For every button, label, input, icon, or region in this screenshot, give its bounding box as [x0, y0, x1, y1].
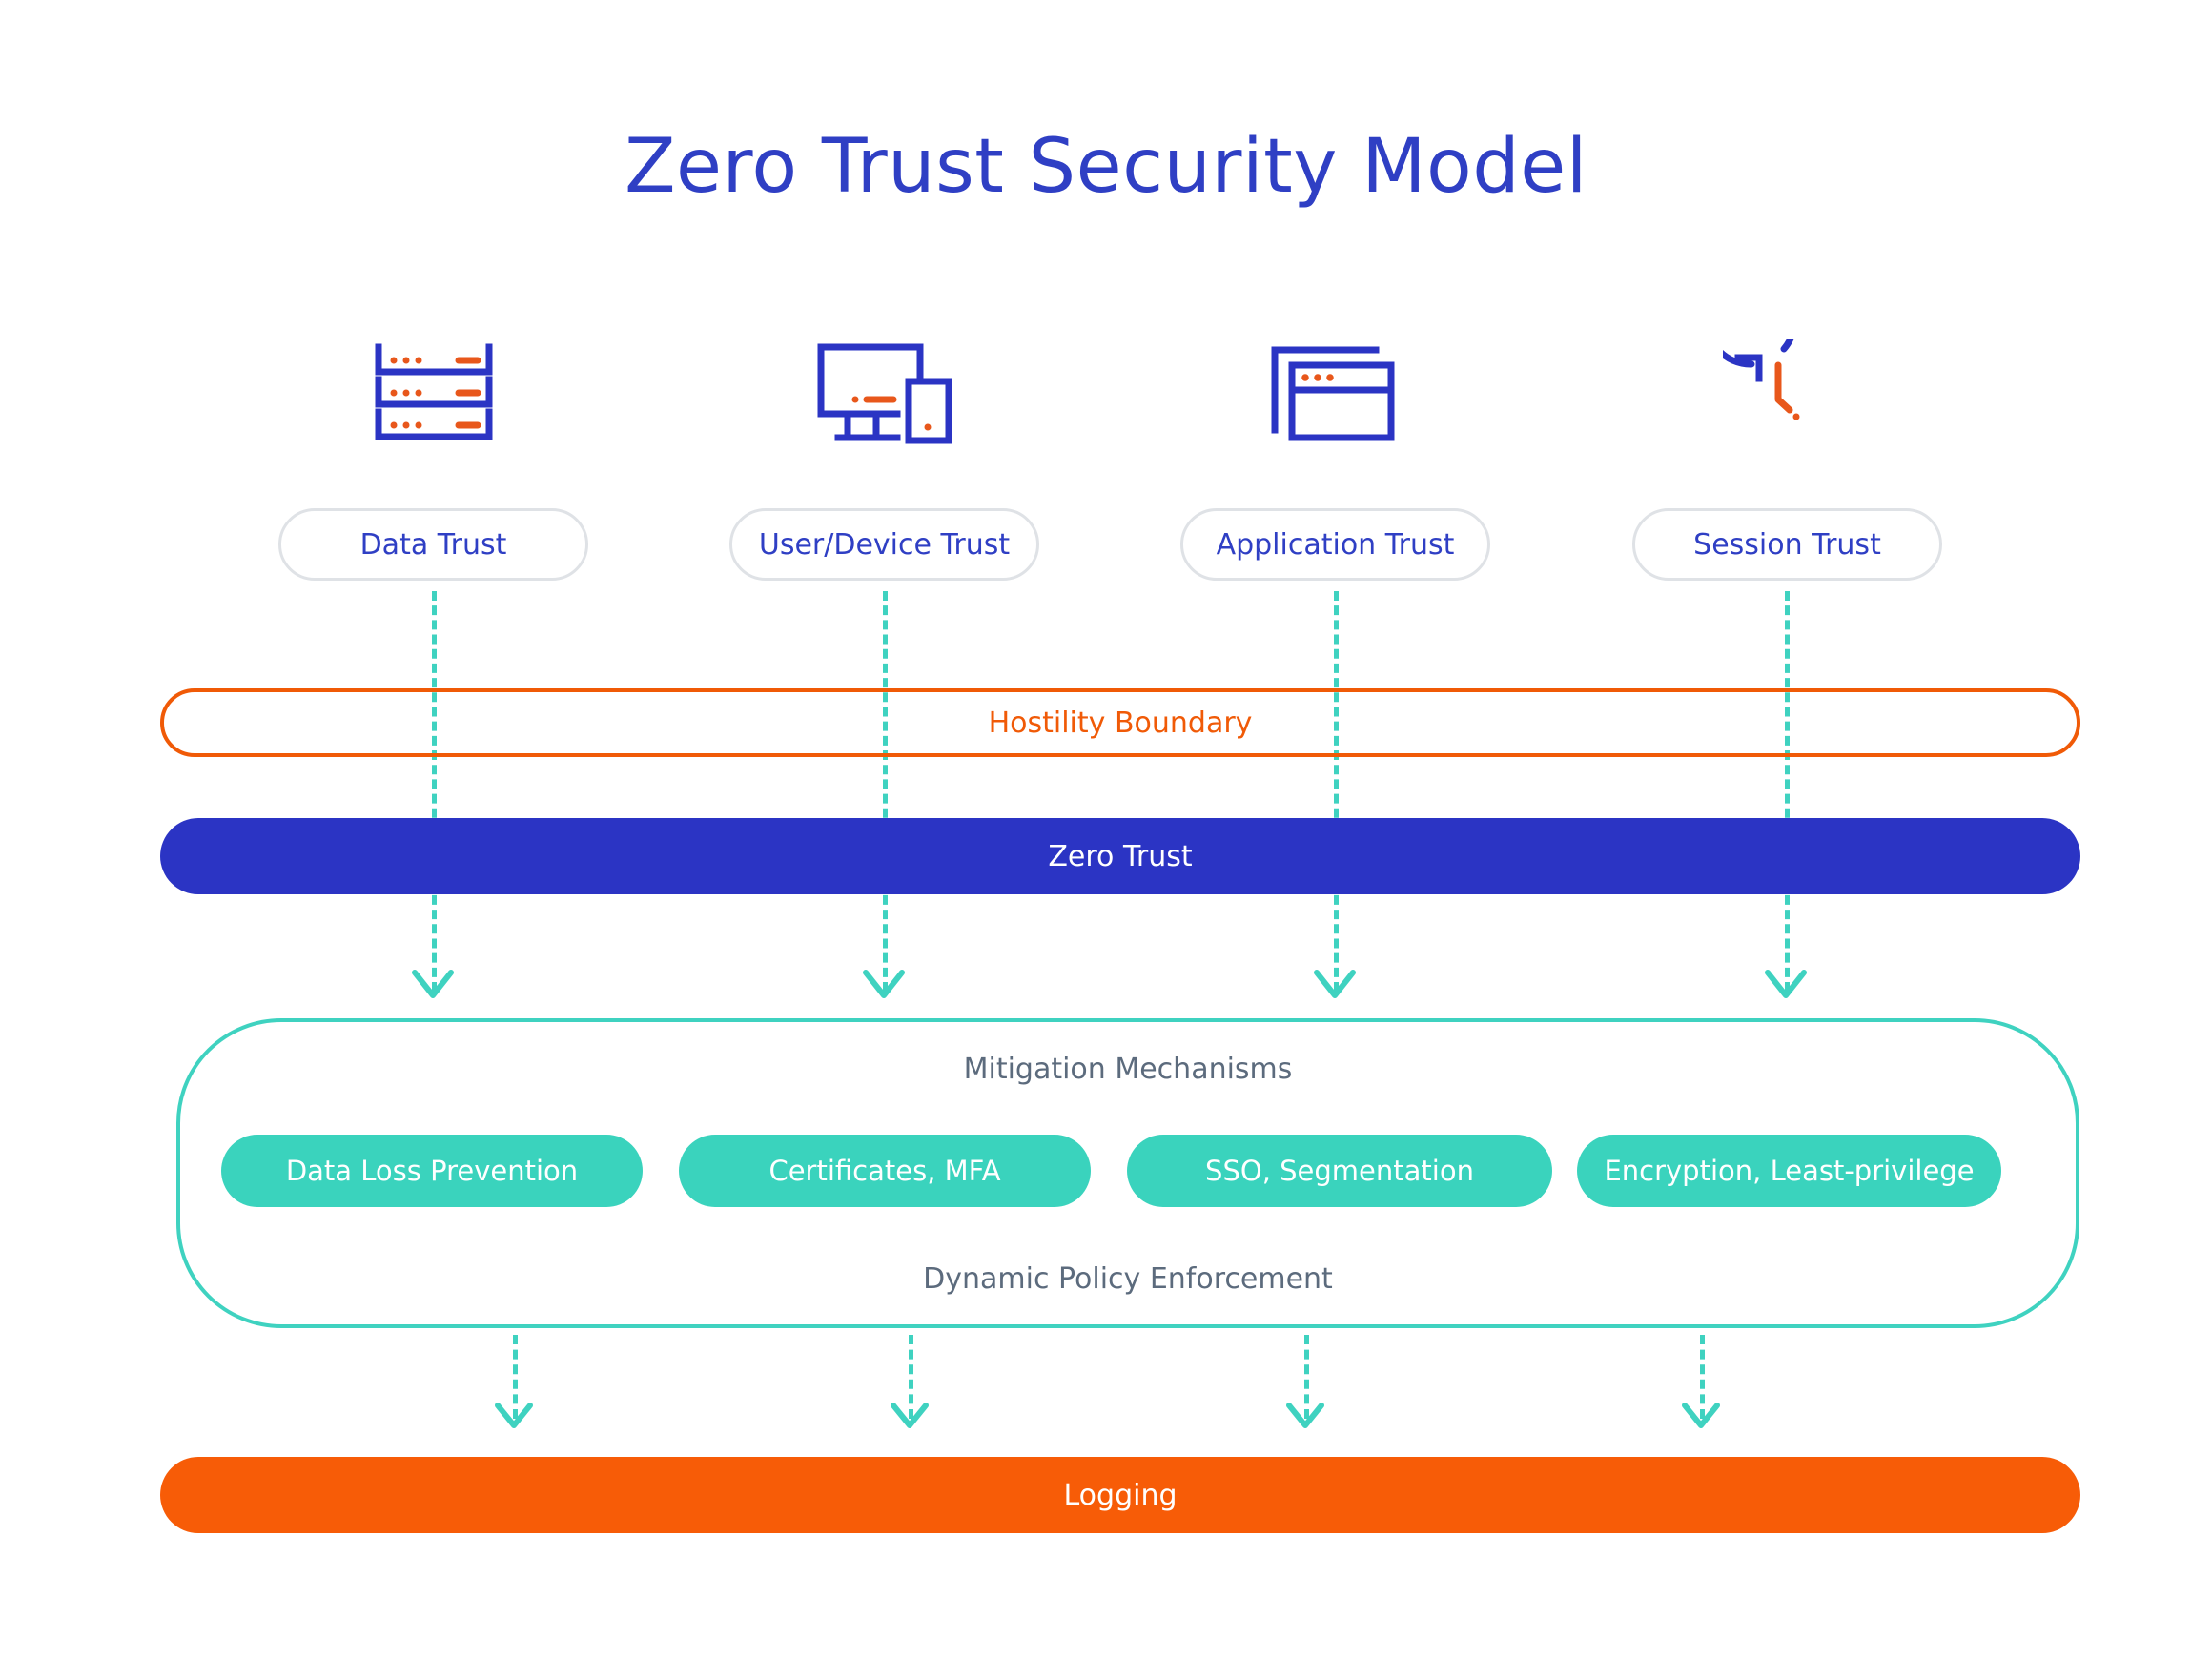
connector-line-data	[432, 591, 437, 992]
clock-refresh-icon	[1613, 332, 1956, 456]
mitigation-pill-sso-segmentation[interactable]: SSO, Segmentation	[1127, 1135, 1552, 1207]
server-rack-icon	[262, 332, 605, 456]
mitigation-pill-certificates-mfa[interactable]: Certificates, MFA	[679, 1135, 1091, 1207]
zero-trust-label: Zero Trust	[1048, 839, 1193, 873]
browser-windows-icon	[1163, 332, 1506, 456]
trust-pill-label: Application Trust	[1216, 527, 1455, 562]
logging-band: Logging	[160, 1457, 2080, 1533]
mitigation-pill-label: Certificates, MFA	[768, 1155, 1001, 1187]
trust-pill-session[interactable]: Session Trust	[1632, 508, 1942, 581]
monitor-mobile-icon	[713, 332, 1056, 456]
mitigation-pill-encryption-least-privilege[interactable]: Encryption, Least-privilege	[1577, 1135, 2001, 1207]
connector-line-application	[1334, 591, 1339, 992]
column-session-trust	[1613, 332, 1956, 456]
mitigation-pill-label: Data Loss Prevention	[285, 1155, 579, 1187]
trust-pill-label: Session Trust	[1693, 527, 1881, 562]
column-data-trust	[262, 332, 605, 456]
logging-arrowhead-2	[890, 1402, 933, 1434]
connector-arrowhead-session	[1764, 969, 1808, 1001]
mitigation-subtitle: Dynamic Policy Enforcement	[923, 1262, 1333, 1296]
connector-arrowhead-application	[1313, 969, 1357, 1001]
connector-arrowhead-user-device	[862, 969, 906, 1001]
trust-pill-label: Data Trust	[359, 527, 507, 562]
hostility-boundary-band: Hostility Boundary	[160, 688, 2080, 757]
logging-arrowhead-1	[494, 1402, 538, 1434]
logging-connector-line-2	[909, 1335, 913, 1419]
trust-pill-application[interactable]: Application Trust	[1180, 508, 1490, 581]
page-title: Zero Trust Security Model	[625, 124, 1587, 210]
logging-connector-line-4	[1700, 1335, 1705, 1419]
logging-connector-line-3	[1304, 1335, 1309, 1419]
logging-connector-line-1	[513, 1335, 518, 1419]
mitigation-pill-dlp[interactable]: Data Loss Prevention	[221, 1135, 643, 1207]
connector-line-session	[1785, 591, 1790, 992]
logging-label: Logging	[1063, 1478, 1178, 1512]
zero-trust-band: Zero Trust	[160, 818, 2080, 894]
logging-arrowhead-4	[1681, 1402, 1725, 1434]
column-application-trust	[1163, 332, 1506, 456]
mitigation-pill-label: SSO, Segmentation	[1205, 1155, 1474, 1187]
connector-line-user-device	[883, 591, 888, 992]
mitigation-pill-label: Encryption, Least-privilege	[1604, 1155, 1975, 1187]
hostility-boundary-label: Hostility Boundary	[988, 706, 1253, 740]
logging-arrowhead-3	[1285, 1402, 1329, 1434]
connector-arrowhead-data	[411, 969, 455, 1001]
trust-pill-label: User/Device Trust	[758, 527, 1011, 562]
trust-pill-user-device[interactable]: User/Device Trust	[729, 508, 1039, 581]
mitigation-title: Mitigation Mechanisms	[963, 1053, 1293, 1086]
trust-pill-data[interactable]: Data Trust	[278, 508, 588, 581]
column-user-device-trust	[713, 332, 1056, 456]
